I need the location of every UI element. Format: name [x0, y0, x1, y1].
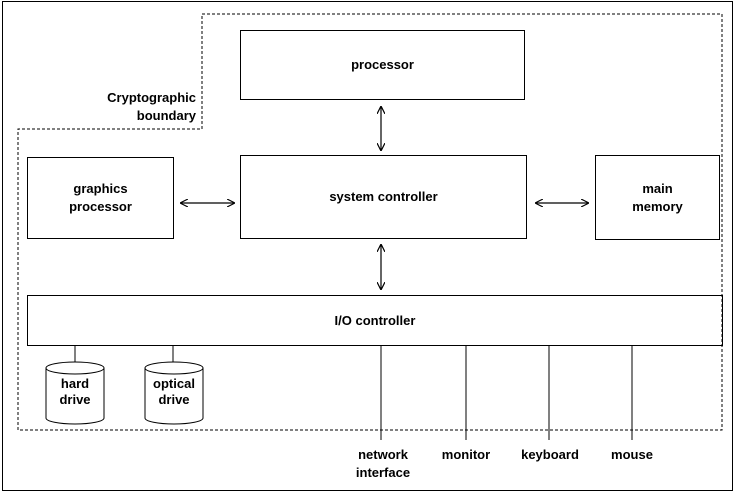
io-controller-box: I/O controller: [27, 295, 723, 346]
hard-drive-icon: [45, 361, 105, 425]
hard-drive-label: hard drive: [59, 376, 91, 408]
processor-label: processor: [351, 57, 414, 73]
io-controller-label: I/O controller: [334, 312, 416, 328]
mouse-label: mouse: [611, 447, 653, 462]
optical-drive-label: optical drive: [153, 376, 195, 408]
optical-drive-icon: [144, 361, 204, 425]
cryptographic-boundary-label: Cryptographic boundary: [60, 89, 196, 125]
network-interface-label: network interface: [355, 447, 411, 480]
system-controller-label: system controller: [329, 189, 438, 205]
graphics-processor-label: graphics processor: [69, 181, 132, 214]
monitor-label: monitor: [441, 447, 491, 462]
diagram-frame: [2, 1, 733, 491]
processor-box: processor: [240, 30, 525, 100]
system-controller-box: system controller: [240, 155, 527, 239]
keyboard-label: keyboard: [521, 447, 579, 462]
cryptographic-boundary-line: [17, 13, 723, 431]
main-memory-box: main memory: [595, 155, 720, 240]
graphics-processor-box: graphics processor: [27, 157, 174, 239]
main-memory-label: main memory: [632, 180, 683, 214]
